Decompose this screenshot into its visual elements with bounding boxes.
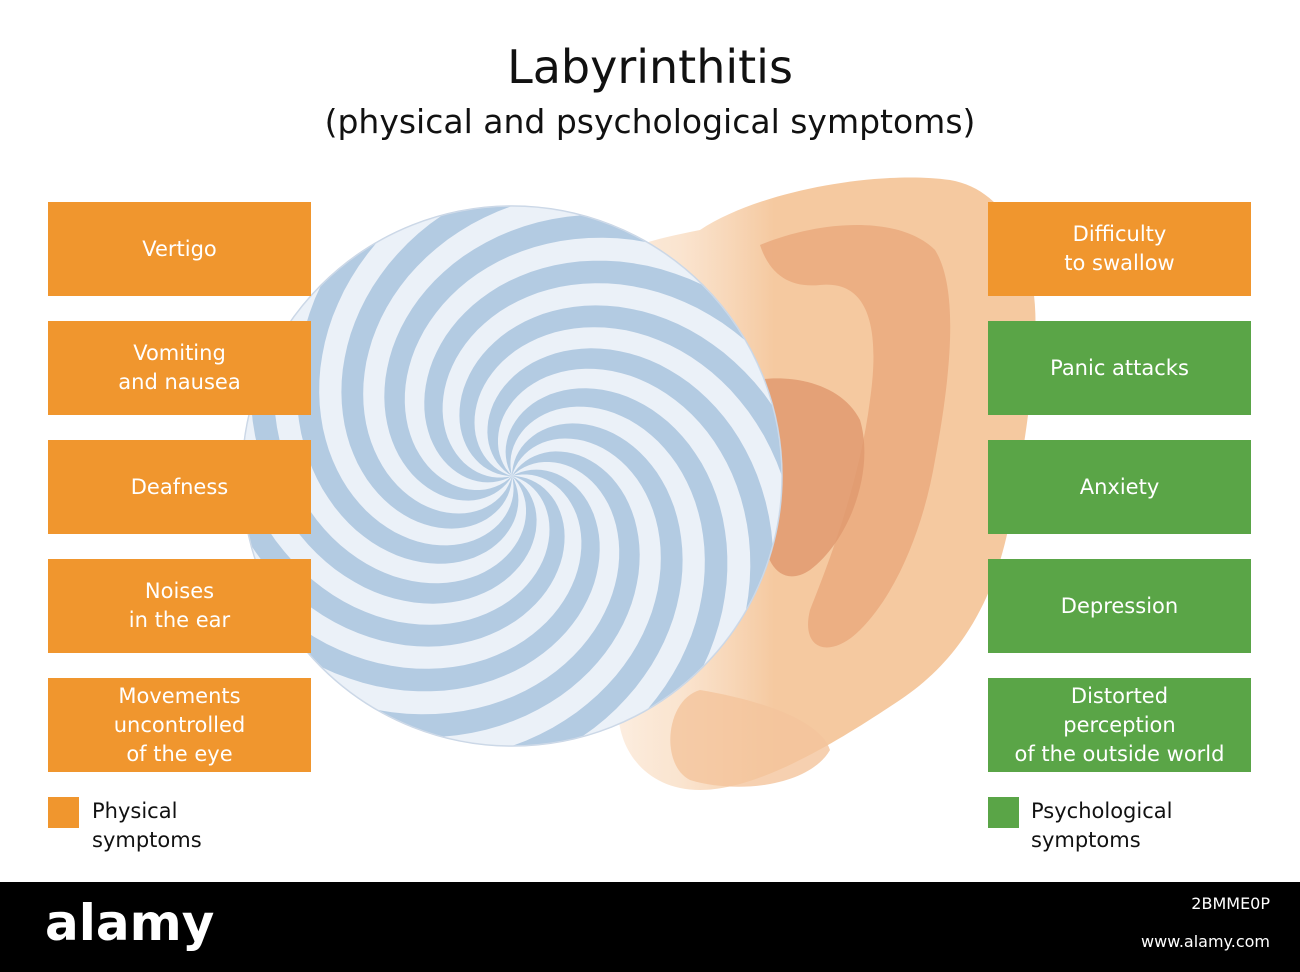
brand-logo: alamy — [45, 894, 215, 952]
spiral-arm — [417, 423, 683, 746]
symptom-box-vomiting-nausea: Vomiting and nausea — [48, 321, 311, 415]
spiral-arm — [341, 206, 607, 529]
spiral-arm — [287, 451, 640, 738]
ear-helix-fold — [760, 225, 951, 648]
symptom-box-panic-attacks: Panic attacks — [988, 321, 1251, 415]
symptom-box-eye-movements: Movements uncontrolled of the eye — [48, 678, 311, 772]
symptom-box-depression: Depression — [988, 559, 1251, 653]
image-id: 2BMME0P — [1191, 894, 1270, 913]
diagram-title: Labyrinthitis — [507, 40, 793, 94]
symptom-box-noises-ear: Noises in the ear — [48, 559, 311, 653]
symptom-box-anxiety: Anxiety — [988, 440, 1251, 534]
spiral-arm — [487, 348, 774, 701]
spiral-arm — [250, 251, 537, 604]
source-url: www.alamy.com — [1141, 932, 1270, 951]
symptom-box-difficulty-swallow: Difficulty to swallow — [988, 202, 1251, 296]
legend-label-physical: Physical symptoms — [92, 799, 202, 852]
symptom-box-deafness: Deafness — [48, 440, 311, 534]
symptom-box-vertigo: Vertigo — [48, 202, 311, 296]
legend-label-psychological: Psychological symptoms — [1031, 799, 1173, 852]
spiral-arm — [384, 214, 737, 501]
symptom-box-distorted-perception: Distorted perception of the outside worl… — [988, 678, 1251, 772]
diagram-subtitle: (physical and psychological symptoms) — [324, 102, 976, 141]
legend-swatch-physical — [48, 797, 79, 828]
footer-bar: alamy 2BMME0P www.alamy.com — [0, 882, 1300, 972]
ear-lobe — [670, 690, 830, 787]
legend-swatch-psychological — [988, 797, 1019, 828]
spiral-arm — [459, 305, 782, 571]
